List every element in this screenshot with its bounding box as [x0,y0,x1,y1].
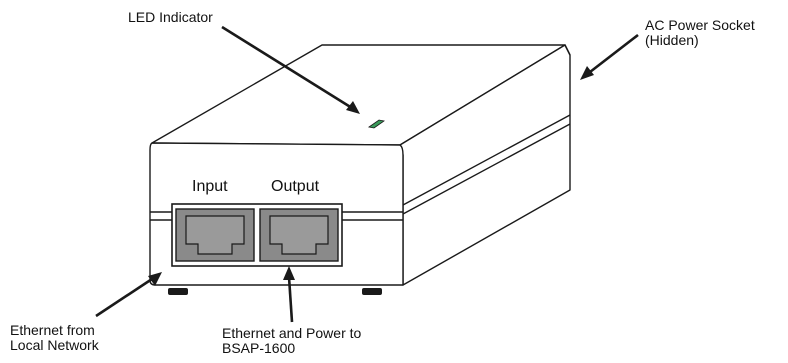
foot-right [362,288,382,295]
led-callout-arrow [221,25,360,114]
ethernet-local-label-line1: Ethernet from [10,322,95,338]
ac-socket-callout-arrow [580,33,639,80]
side-seam-upper [402,114,571,206]
ethernet-local-callout-arrow [95,272,162,318]
ethernet-local-label-line2: Local Network [10,337,99,353]
rear-edge [564,44,571,56]
ethernet-power-label-line2: BSAP-1600 [222,340,296,356]
output-port-label: Output [271,178,320,195]
led-indicator-label: LED Indicator [128,9,213,25]
ethernet-power-callout-arrow [283,266,295,323]
ac-socket-label-line1: AC Power Socket [645,17,755,33]
side-seam-lower [402,123,571,215]
input-port-label: Input [192,178,228,195]
ac-socket-label-line2: (Hidden) [645,32,699,48]
output-port [259,208,339,262]
foot-left [168,288,188,295]
led-indicator [368,119,385,129]
ethernet-power-label-line1: Ethernet and Power to [222,325,362,341]
input-port [175,208,255,262]
